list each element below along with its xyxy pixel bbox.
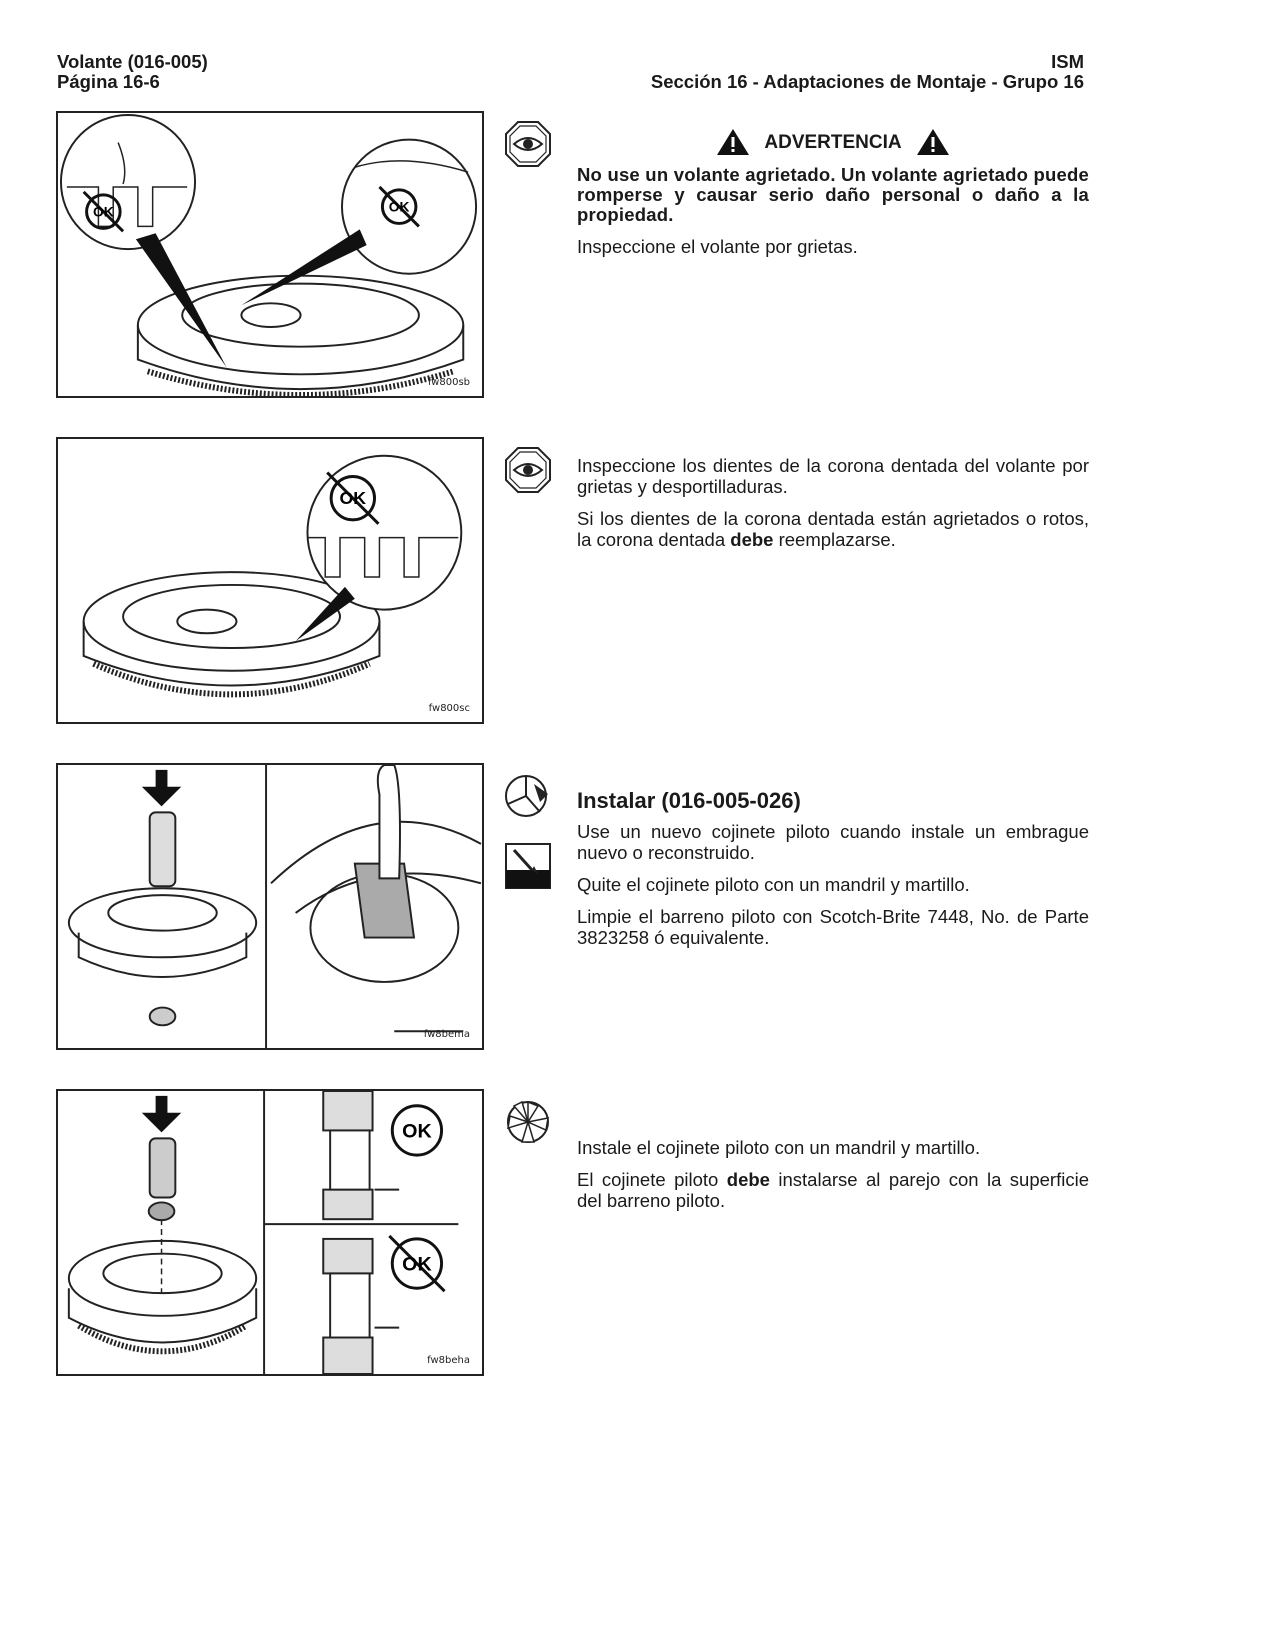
warning-triangle-icon bbox=[916, 129, 949, 155]
install-instructions: Instalar (016-005-026) Use un nuevo coji… bbox=[577, 790, 1089, 959]
ok-label: OK bbox=[402, 1253, 432, 1275]
instruction-text: Inspeccione los dientes de la corona den… bbox=[577, 455, 1089, 497]
ok-label: OK bbox=[389, 200, 410, 215]
ok-label: OK bbox=[340, 488, 367, 508]
figure-code: fw800sb bbox=[427, 377, 470, 388]
section-heading: Instalar (016-005-026) bbox=[577, 788, 801, 813]
text-run: El cojinete piloto bbox=[577, 1169, 727, 1190]
instruction-text: Inspeccione el volante por grietas. bbox=[577, 236, 858, 257]
warning-title: ADVERTENCIA bbox=[764, 131, 902, 153]
instruction-text: Instale el cojinete piloto con un mandri… bbox=[577, 1137, 981, 1158]
emphasis-text: debe bbox=[726, 1169, 770, 1190]
figure-ring-gear-inspection: OK fw800sc bbox=[56, 437, 484, 724]
emphasis-text: debe bbox=[730, 529, 774, 550]
ok-label: OK bbox=[402, 1120, 432, 1142]
figure-code: fw8bema bbox=[423, 1029, 470, 1040]
inspect-eye-icon bbox=[504, 120, 552, 168]
figure-code: fw8beha bbox=[427, 1355, 470, 1366]
figure-pilot-bearing-removal: fw8bema bbox=[56, 763, 484, 1050]
pilot-bearing-removal-illustration bbox=[67, 765, 482, 1048]
flywheel-crack-illustration: OK OK bbox=[59, 113, 478, 396]
text-run: Si los dientes de la corona dentada está… bbox=[577, 508, 1089, 550]
instruction-text: El cojinete piloto debe instalarse al pa… bbox=[577, 1169, 1089, 1211]
warning-block: ADVERTENCIA No use un volante agrietado.… bbox=[577, 128, 1089, 268]
assembly-install-icon bbox=[504, 1098, 552, 1146]
warning-text: No use un volante agrietado. Un volante … bbox=[577, 164, 1089, 225]
running-header-left: Volante (016-005) Página 16-6 bbox=[57, 52, 208, 92]
warning-heading: ADVERTENCIA bbox=[577, 128, 1089, 156]
inspect-eye-icon bbox=[504, 446, 552, 494]
ring-gear-instructions: Inspeccione los dientes de la corona den… bbox=[577, 455, 1089, 561]
pilot-bearing-install-instructions: Instale el cojinete piloto con un mandri… bbox=[577, 1137, 1089, 1222]
section-reference: Volante (016-005) bbox=[57, 51, 208, 72]
figure-pilot-bearing-installation: OK OK fw8beha bbox=[56, 1089, 484, 1376]
ring-gear-illustration: OK bbox=[82, 454, 463, 698]
text-run: reemplazarse. bbox=[773, 529, 896, 550]
page-number: Página 16-6 bbox=[57, 71, 160, 92]
figure-code: fw800sc bbox=[428, 703, 470, 714]
figure-flywheel-crack-inspection: OK OK fw800sb bbox=[56, 111, 484, 398]
instruction-text: Use un nuevo cojinete piloto cuando inst… bbox=[577, 821, 1089, 863]
instruction-text: Si los dientes de la corona dentada está… bbox=[577, 508, 1089, 550]
instruction-text: Limpie el barreno piloto con Scotch-Brit… bbox=[577, 906, 1089, 948]
ok-label: OK bbox=[93, 205, 114, 220]
assembly-removal-icon bbox=[504, 772, 552, 820]
instruction-text: Quite el cojinete piloto con un mandril … bbox=[577, 874, 970, 895]
engine-model: ISM bbox=[1051, 51, 1084, 72]
cleaning-icon bbox=[504, 842, 552, 890]
section-title: Sección 16 - Adaptaciones de Montaje - G… bbox=[650, 71, 1084, 92]
warning-triangle-icon bbox=[717, 129, 750, 155]
running-header-right: ISM Sección 16 - Adaptaciones de Montaje… bbox=[651, 52, 1084, 92]
pilot-bearing-install-illustration: OK OK bbox=[67, 1091, 459, 1374]
text-run: instalarse al parejo con la superficie d… bbox=[577, 1169, 1089, 1211]
